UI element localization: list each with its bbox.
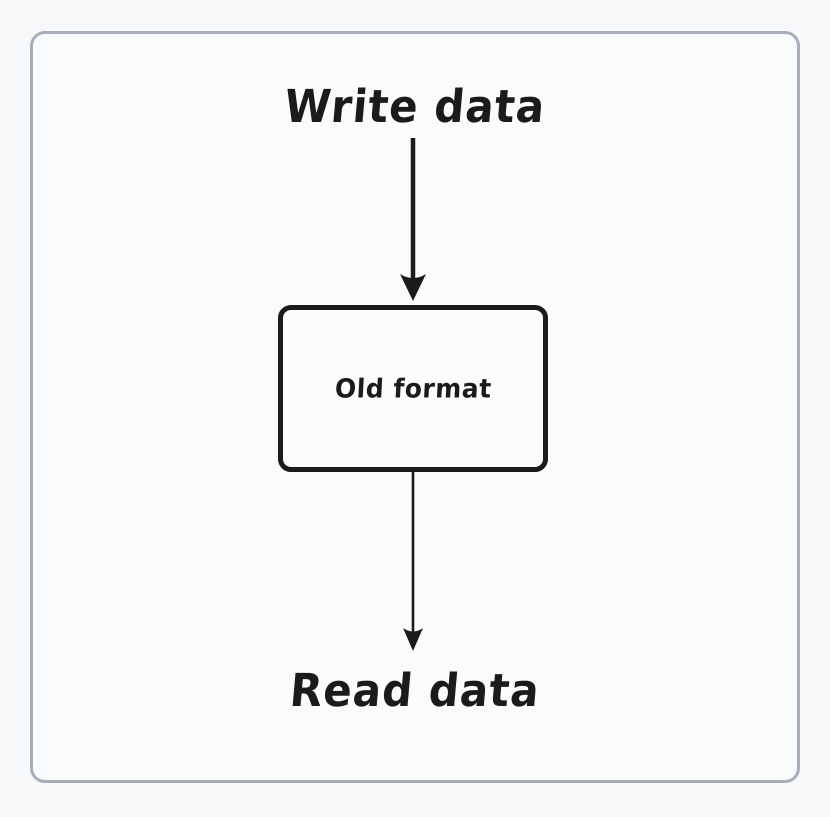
old-format-node-label: Old format	[333, 373, 493, 404]
write-data-label: Write data	[282, 80, 548, 133]
read-data-label: Read data	[287, 664, 543, 717]
old-format-node[interactable]: Old format	[278, 305, 548, 472]
